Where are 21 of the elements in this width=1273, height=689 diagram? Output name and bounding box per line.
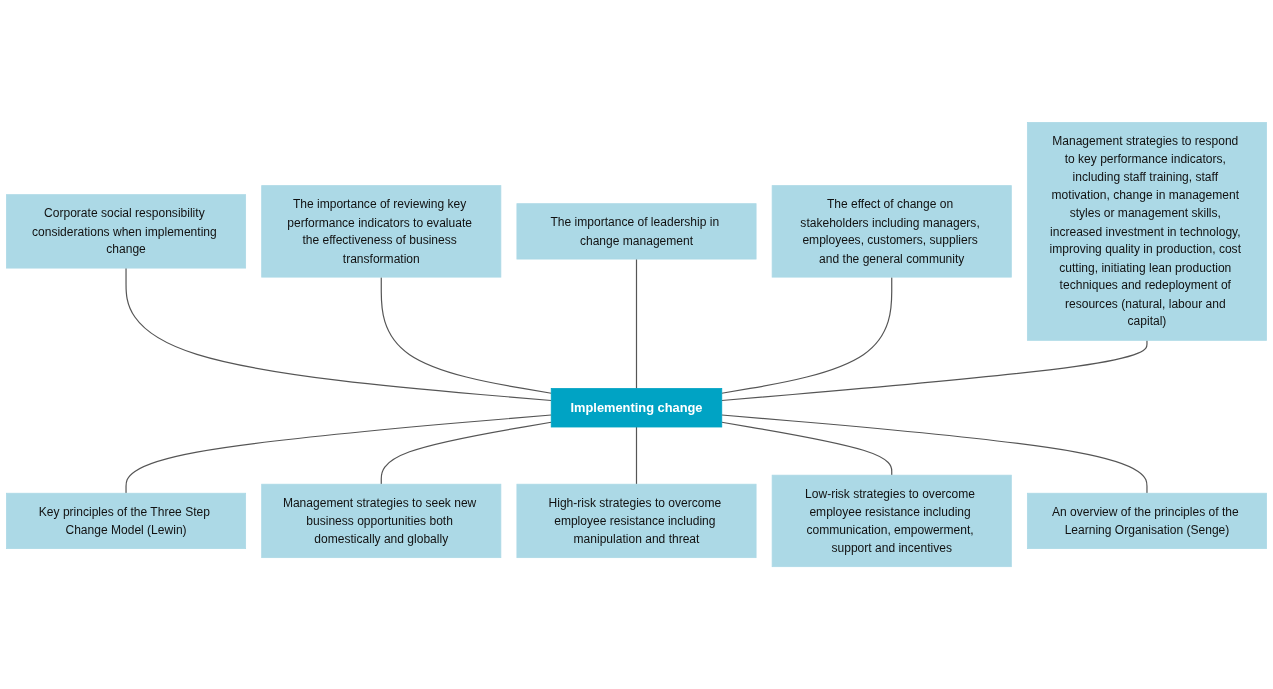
connector [721, 421, 893, 476]
node-box: Implementing change [550, 388, 723, 428]
node-box: Corporate social responsibility considerations when implementing change [6, 194, 246, 269]
node-box: The importance of reviewing key performance indicators to evaluate the effectiveness of business transformation [261, 185, 502, 278]
connector [635, 426, 638, 485]
connector [125, 267, 552, 402]
connector [380, 276, 552, 394]
connector [125, 414, 552, 494]
node-box: Management strategies to seek new business opportunities both domestically and globally [261, 483, 502, 558]
node-box: High-risk strategies to overcome employee resistance including manipulation and threat [516, 483, 757, 558]
node-box: Key principles of the Three Step Change Model (Lewin) [6, 492, 246, 549]
connector [635, 258, 638, 390]
node-box: Low-risk strategies to overcome employee resistance including communication, empowerment, support and incentives [771, 474, 1012, 568]
node-box: The effect of change on stakeholders including managers, employees, customers, suppliers and the general community [771, 185, 1012, 278]
node-box: An overview of the principles of the Learning Organisation (Senge) [1027, 492, 1267, 549]
connector [721, 414, 1148, 494]
connector [721, 276, 893, 394]
node-box: Management strategies to respond to key performance indicators, including staff training, staff motivation, change in management styles or management skills, increased investment in technology, improving quality in production, cost cutting, initiating lean production techniques and redeployment of resources (natural, labour and capital) [1027, 121, 1267, 341]
node-box: The importance of leadership in change management [516, 203, 757, 260]
connector [380, 421, 552, 485]
connector [721, 339, 1148, 402]
